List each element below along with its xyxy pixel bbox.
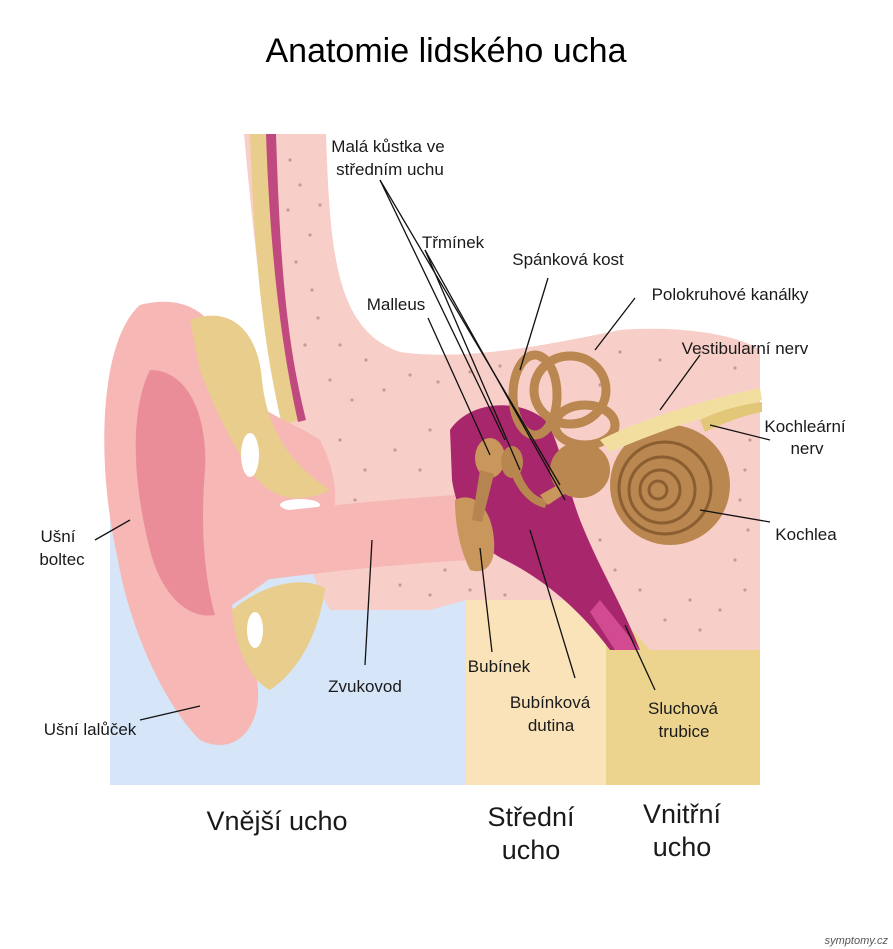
- label-cochlear-nerve-line2: nerv: [790, 439, 824, 458]
- vestibule: [550, 442, 610, 498]
- section-outer-ear: Vnější ucho: [206, 806, 347, 836]
- skin-strip-dark: [266, 134, 306, 422]
- malleus-head: [475, 438, 505, 478]
- label-small-ossicle-line1: Malá kůstka ve: [331, 137, 444, 156]
- auricle-cartilage-lower: [232, 582, 325, 690]
- label-ear-canal: Zvukovod: [328, 677, 402, 696]
- cochlear-nerve: [700, 402, 762, 432]
- label-earlobe: Ušní lalůček: [44, 720, 137, 739]
- label-vestibular-nerve: Vestibularní nerv: [682, 339, 809, 358]
- page-title: Anatomie lidského ucha: [265, 32, 626, 70]
- cartilage-highlight: [247, 612, 263, 648]
- auricle-cartilage-upper: [190, 315, 330, 499]
- label-semicircular-canals: Polokruhové kanálky: [652, 285, 809, 304]
- label-malleus: Malleus: [367, 295, 426, 314]
- cartilage-highlight: [241, 433, 259, 477]
- label-eustachian-tube-line1: Sluchová: [648, 699, 718, 718]
- label-small-ossicle-line2: středním uchu: [336, 160, 444, 179]
- section-middle-ear-line2: ucho: [502, 835, 561, 865]
- watermark: symptomy.cz: [825, 935, 889, 947]
- label-eustachian-tube-line2: trubice: [658, 722, 709, 741]
- vestibular-nerve: [600, 388, 762, 452]
- label-auricle-line2: boltec: [39, 550, 85, 569]
- leader-lines: [94, 179, 771, 721]
- section-inner-ear-line2: ucho: [653, 832, 712, 862]
- incus: [501, 446, 523, 478]
- skin-strip: [250, 134, 300, 425]
- label-cochlea: Kochlea: [775, 525, 837, 544]
- cochlea-spiral: [617, 440, 713, 536]
- label-tympanic-cavity-line2: dutina: [528, 716, 575, 735]
- incus-limb: [512, 472, 548, 508]
- malleus-handle: [472, 470, 494, 522]
- ear-canal: [210, 495, 470, 585]
- label-cochlear-nerve-line1: Kochleární: [764, 417, 846, 436]
- label-auricle-line1: Ušní: [41, 527, 76, 546]
- label-eardrum: Bubínek: [468, 657, 531, 676]
- eardrum: [455, 497, 495, 572]
- label-tympanic-cavity-line1: Bubínková: [510, 693, 591, 712]
- section-middle-ear-line1: Střední: [487, 802, 575, 832]
- label-stapes: Třmínek: [422, 233, 485, 252]
- auricle-fold: [135, 370, 215, 616]
- label-temporal-bone: Spánková kost: [512, 250, 624, 269]
- eustachian-tube: [590, 600, 640, 650]
- section-inner-ear-line1: Vnitřní: [643, 799, 722, 829]
